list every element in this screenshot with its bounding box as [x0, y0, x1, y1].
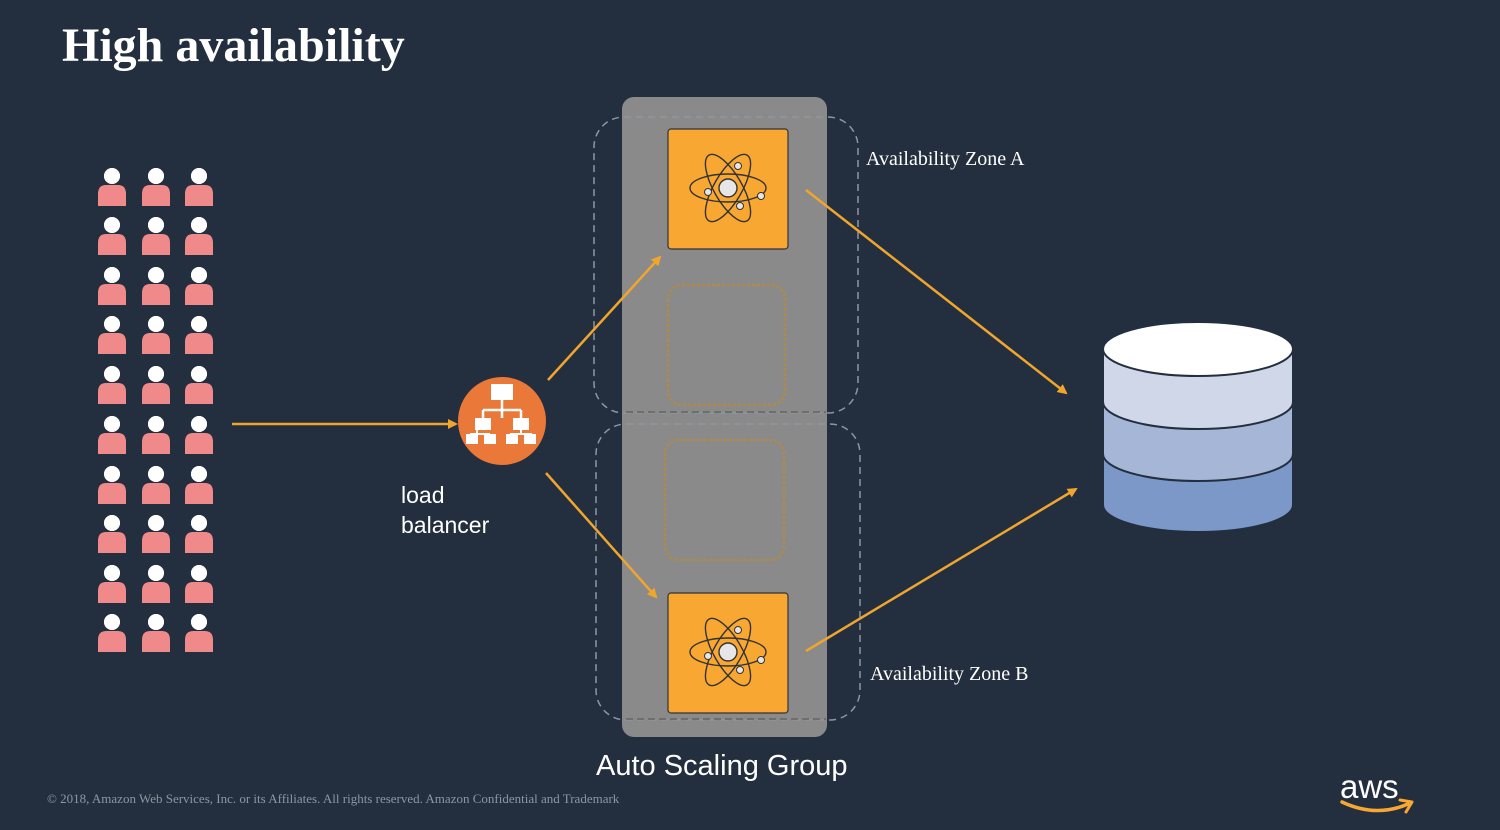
user-icon	[185, 565, 213, 603]
user-icon	[142, 466, 170, 504]
copyright-footer: © 2018, Amazon Web Services, Inc. or its…	[47, 791, 620, 806]
user-icon	[185, 217, 213, 255]
user-icon	[98, 168, 126, 206]
user-icon	[98, 515, 126, 553]
load-balancer-label: load balancer	[401, 480, 541, 540]
user-icon	[185, 614, 213, 652]
load-balancer-hierarchy-icon	[458, 377, 546, 465]
arrow-instance-b-to-db	[805, 487, 1078, 653]
arrow-instance-a-to-db	[805, 189, 1068, 395]
instance-b	[667, 592, 789, 714]
user-icon	[185, 366, 213, 404]
aws-logo: aws	[1340, 768, 1416, 818]
load-balancer-label-line2: balancer	[401, 512, 490, 538]
placeholder-instance	[666, 283, 787, 407]
user-icon	[185, 316, 213, 354]
availability-zone-a-label: Availability Zone A	[866, 148, 1025, 170]
user-icon	[98, 316, 126, 354]
aws-smile-icon	[1340, 798, 1414, 814]
auto-scaling-group-label: Auto Scaling Group	[596, 750, 848, 782]
user-icon	[142, 267, 170, 305]
user-icon	[185, 168, 213, 206]
database-cylinder-icon	[1102, 321, 1294, 533]
arrow-lb-to-instance-b	[545, 472, 658, 599]
load-balancer-label-line1: load	[401, 482, 445, 508]
user-icon	[98, 416, 126, 454]
page-title: High availability	[62, 19, 405, 72]
user-icon	[142, 168, 170, 206]
aws-logo-text: aws	[1340, 768, 1399, 805]
user-icon	[185, 416, 213, 454]
placeholder-instance	[663, 438, 786, 562]
user-icon	[98, 217, 126, 255]
user-icon	[142, 217, 170, 255]
users-grid	[98, 168, 213, 652]
user-icon	[142, 416, 170, 454]
user-icon	[185, 466, 213, 504]
availability-zone-b-label: Availability Zone B	[870, 663, 1029, 685]
user-icon	[98, 565, 126, 603]
user-icon	[185, 267, 213, 305]
arrow-lb-to-instance-a	[547, 255, 662, 381]
user-icon	[142, 515, 170, 553]
auto-scaling-group-band	[622, 97, 827, 737]
user-icon	[142, 366, 170, 404]
user-icon	[98, 366, 126, 404]
instance-a	[667, 128, 789, 250]
user-icon	[142, 565, 170, 603]
user-icon	[142, 316, 170, 354]
user-icon	[98, 614, 126, 652]
user-icon	[98, 267, 126, 305]
user-icon	[185, 515, 213, 553]
user-icon	[98, 466, 126, 504]
user-icon	[142, 614, 170, 652]
